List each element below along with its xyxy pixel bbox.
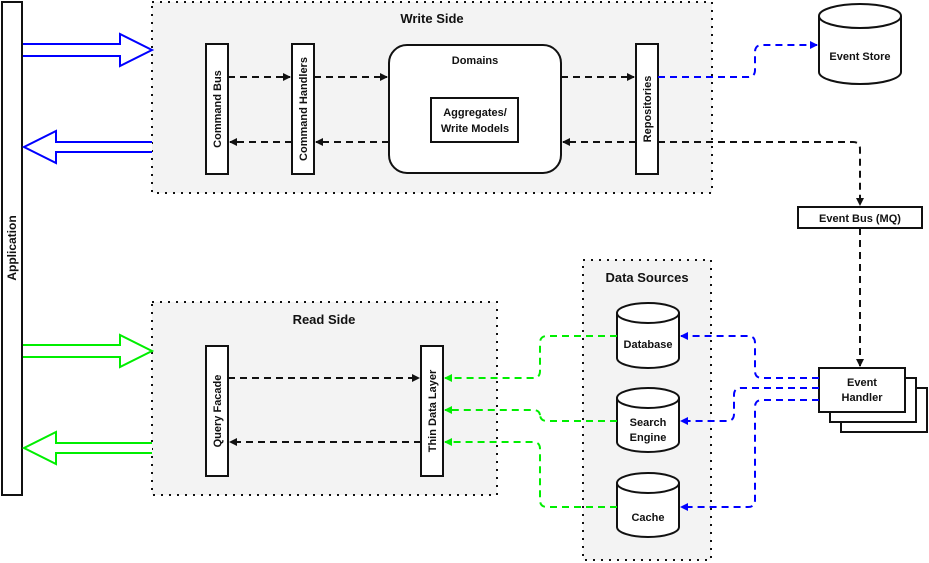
event-store-label: Event Store bbox=[829, 51, 890, 63]
thin-data-layer-label: Thin Data Layer bbox=[427, 369, 439, 452]
aggregates-label-line1: Aggregates/ bbox=[443, 107, 507, 119]
read-side-container[interactable]: Read Side bbox=[151, 301, 498, 496]
repositories-label: Repositories bbox=[642, 76, 654, 143]
read-request-arrow bbox=[23, 333, 155, 369]
connector-database-to-data-layer bbox=[444, 335, 617, 382]
event-handler-stack[interactable]: Event Handler bbox=[818, 367, 928, 433]
write-response-arrow bbox=[21, 129, 152, 165]
repositories-box[interactable]: Repositories bbox=[635, 43, 659, 175]
read-response-arrow bbox=[21, 430, 152, 466]
command-handlers-label: Command Handlers bbox=[298, 57, 310, 161]
domains-title: Domains bbox=[452, 55, 498, 67]
thin-data-layer-box[interactable]: Thin Data Layer bbox=[420, 345, 444, 477]
connector-cache-to-data-layer bbox=[444, 438, 617, 508]
event-store-cylinder[interactable]: Event Store bbox=[818, 3, 902, 85]
cache-cylinder[interactable]: Cache bbox=[616, 472, 680, 538]
search-engine-label-line2: Engine bbox=[630, 432, 667, 444]
write-request-arrow bbox=[23, 32, 155, 68]
connector-search-to-data-layer bbox=[444, 406, 617, 422]
event-bus-label: Event Bus (MQ) bbox=[819, 213, 901, 225]
aggregates-label-line2: Write Models bbox=[441, 123, 509, 135]
application-bar[interactable]: Application bbox=[1, 1, 23, 496]
search-engine-label-line1: Search bbox=[630, 417, 667, 429]
domains-box[interactable]: Domains Aggregates/ Write Models bbox=[388, 44, 562, 174]
write-side-title: Write Side bbox=[400, 11, 463, 26]
event-handler-label-line2: Handler bbox=[842, 392, 884, 404]
search-engine-cylinder[interactable]: Search Engine bbox=[616, 387, 680, 453]
event-bus-box[interactable]: Event Bus (MQ) bbox=[797, 206, 923, 229]
application-label: Application bbox=[5, 215, 19, 280]
command-handlers-box[interactable]: Command Handlers bbox=[291, 43, 315, 175]
connector-repositories-to-event-bus bbox=[658, 141, 864, 206]
connector-repositories-to-event-store bbox=[658, 41, 818, 78]
read-side-title: Read Side bbox=[293, 312, 356, 327]
query-facade-box[interactable]: Query Facade bbox=[205, 345, 229, 477]
aggregates-box[interactable]: Aggregates/ Write Models bbox=[430, 97, 519, 143]
connector-handler-to-search bbox=[680, 387, 819, 425]
command-bus-box[interactable]: Command Bus bbox=[205, 43, 229, 175]
database-cylinder[interactable]: Database bbox=[616, 302, 680, 369]
command-bus-label: Command Bus bbox=[212, 70, 224, 148]
cache-label: Cache bbox=[631, 512, 664, 524]
database-label: Database bbox=[624, 339, 673, 351]
query-facade-label: Query Facade bbox=[212, 375, 224, 448]
event-handler-label-line1: Event bbox=[847, 377, 877, 389]
connector-handler-to-cache bbox=[680, 399, 819, 511]
data-sources-title: Data Sources bbox=[605, 270, 688, 285]
